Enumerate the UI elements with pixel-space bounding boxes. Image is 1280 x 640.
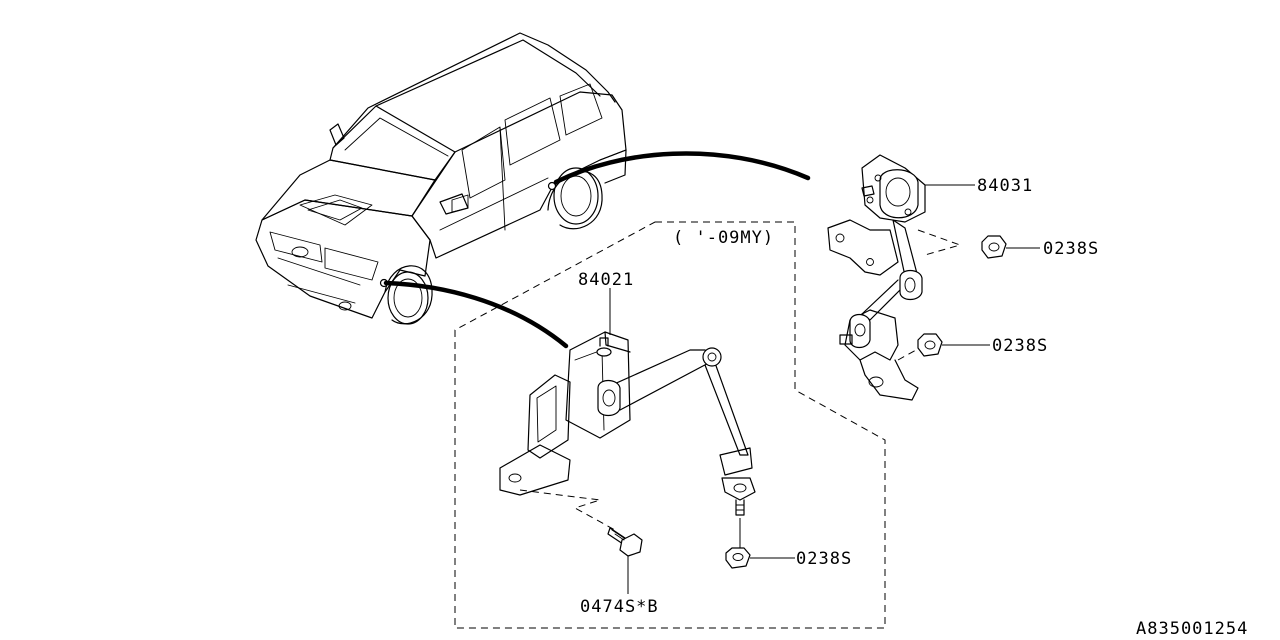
rear-sensor-location-marker (547, 181, 557, 191)
front-callout-line (383, 280, 569, 349)
front-height-sensor (499, 331, 756, 516)
variant-group-outline (454, 221, 886, 629)
label-84021: 84021 (578, 270, 634, 290)
label-0238s-rear-lower: 0238S (992, 336, 1048, 356)
front-bolt-guide-line (519, 489, 616, 531)
rear-nut-upper-guide (917, 229, 962, 256)
front-bolt (607, 527, 643, 557)
rear-callout-line (553, 151, 811, 185)
variant-note: ( '-09MY) (673, 228, 774, 248)
label-0474s-b: 0474S*B (580, 597, 659, 617)
rear-height-sensor (827, 154, 926, 401)
label-84031: 84031 (977, 176, 1033, 196)
figure-code: A835001254 (1136, 619, 1248, 639)
front-nut (725, 547, 751, 569)
label-0238s-rear-upper: 0238S (1043, 239, 1099, 259)
vehicle-illustration (255, 32, 627, 325)
label-0238s-front: 0238S (796, 549, 852, 569)
rear-upper-nut (981, 235, 1007, 259)
rear-lower-nut (917, 333, 943, 357)
